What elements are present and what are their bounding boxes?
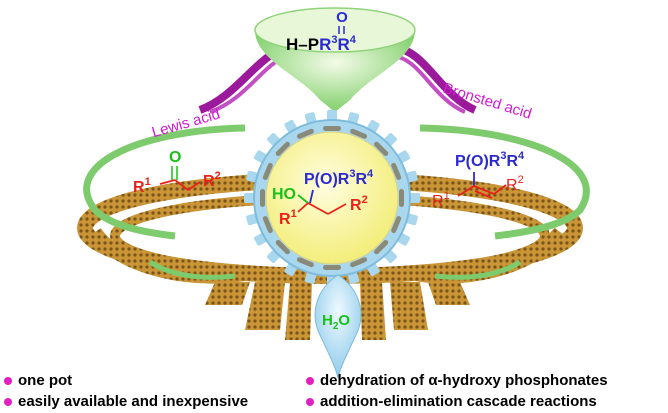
- bullet-dot-icon: [306, 376, 314, 385]
- reagent-oxygen: O: [336, 9, 348, 26]
- reagent-r4: R: [337, 35, 349, 54]
- pore-dash: [399, 189, 404, 207]
- intermediate-bond-r2: [327, 203, 347, 215]
- ketone-r2: R2: [203, 170, 221, 190]
- product-p-group: P(O)R3R4: [455, 150, 525, 170]
- reagent-funnel: [254, 7, 416, 112]
- bullet-text: one pot: [18, 372, 73, 389]
- intermediate-ho: HO: [272, 186, 296, 203]
- pore-dash: [323, 126, 341, 131]
- gold-bars: [205, 282, 470, 340]
- water-label: H2O: [322, 312, 350, 332]
- ketone-bond-d: [174, 179, 189, 191]
- ketone-bond-c: [159, 179, 176, 185]
- intermediate-bond-r1: [297, 202, 309, 213]
- water-drop: [314, 274, 362, 379]
- pore-dashes: [260, 126, 404, 270]
- pore-dash: [391, 162, 402, 180]
- intermediate-p-group: P(O)R3R4: [304, 168, 374, 188]
- product-r2: R2: [506, 174, 524, 194]
- pore-dash: [262, 162, 273, 180]
- ketone-oxygen: O: [169, 149, 181, 166]
- product-r1: R1: [432, 190, 450, 210]
- bullet-dot-icon: [306, 397, 314, 406]
- pore-dash: [323, 265, 341, 270]
- ketone-r1: R1: [133, 176, 151, 196]
- bullet-text: addition-elimination cascade reactions: [320, 393, 597, 410]
- product-bond-double-a: [473, 185, 495, 195]
- bullet-dot-icon: [4, 397, 12, 406]
- pore-dash: [350, 128, 368, 139]
- intermediate-bond-oh: [297, 194, 309, 204]
- bullet-text: dehydration of α-hydroxy phosphonates: [320, 372, 608, 389]
- catalyst-core: [265, 131, 399, 265]
- pore-dash: [262, 216, 273, 234]
- pore-dash: [275, 141, 290, 156]
- intermediate-r1: R1: [279, 208, 297, 228]
- ketone-structure: O R1 R2: [133, 149, 221, 196]
- product-bond-r1: [457, 185, 475, 197]
- pore-dash: [260, 189, 265, 207]
- bullet-item: easily available and inexpensive: [4, 393, 248, 410]
- pore-dash: [350, 257, 368, 268]
- pore-dash: [374, 141, 389, 156]
- reagent-sup4: 4: [350, 34, 357, 46]
- product-bond-r2: [493, 184, 507, 195]
- reagent-sup3: 3: [331, 34, 337, 46]
- pore-dash: [296, 128, 314, 139]
- hydroxy-phosphonate-structure: P(O)R3R4 HO R1 R2: [272, 168, 374, 228]
- bullet-item: addition-elimination cascade reactions: [306, 393, 597, 410]
- reagent-r3: R: [319, 35, 331, 54]
- ketone-bond-e: [187, 181, 201, 191]
- intermediate-r2: R2: [350, 194, 368, 214]
- reagent-prefix: H–P: [286, 35, 319, 54]
- green-arcs: [83, 124, 590, 280]
- reagent-formula: H–PR3R4: [286, 34, 357, 54]
- intermediate-bond-p: [309, 189, 314, 204]
- pore-dash: [275, 240, 290, 255]
- bullet-item: dehydration of α-hydroxy phosphonates: [306, 372, 608, 389]
- bullet-dot-icon: [4, 376, 12, 385]
- intermediate-bond-c: [307, 202, 329, 215]
- pore-dash: [391, 216, 402, 234]
- pore-dash: [374, 240, 389, 255]
- bullet-text: easily available and inexpensive: [18, 393, 249, 410]
- product-bond-double-b: [474, 190, 493, 199]
- bullet-item: one pot: [4, 372, 72, 389]
- vinyl-phosphonate-structure: P(O)R3R4 R1 R2: [432, 150, 525, 210]
- pore-dash: [296, 257, 314, 268]
